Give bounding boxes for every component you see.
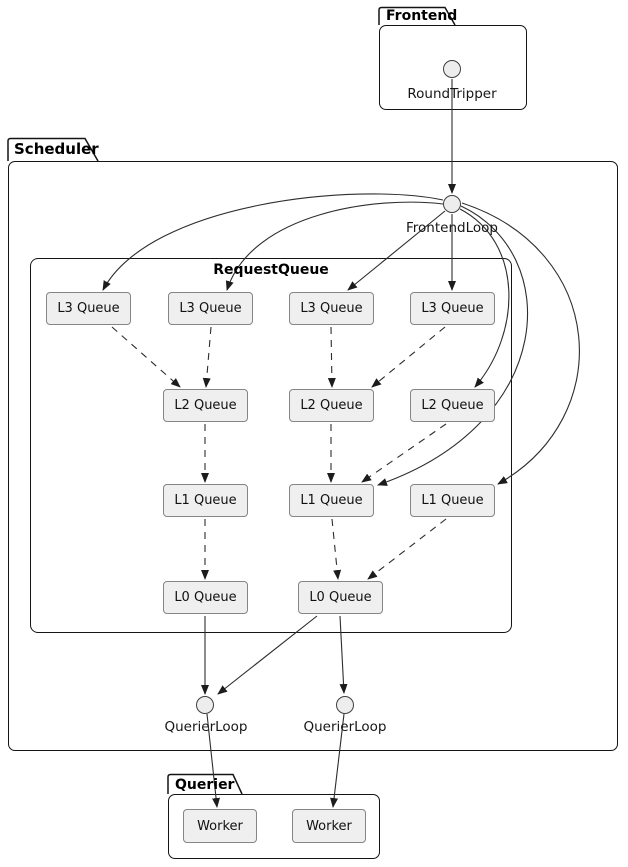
- package-request-queue-title: RequestQueue: [213, 262, 329, 278]
- package-tab-querier-label: Querier: [175, 777, 235, 793]
- frontend-loop-label: FrontendLoop: [406, 220, 498, 236]
- package-frontend: [379, 25, 527, 110]
- package-scheduler: [8, 161, 618, 751]
- queue-box-l0-2: L0 Queue: [298, 581, 383, 614]
- round-tripper-label: RoundTripper: [407, 86, 497, 102]
- queue-box-l3-1: L3 Queue: [46, 292, 131, 325]
- queue-box-l2-3: L2 Queue: [410, 389, 495, 422]
- worker-box-2: Worker: [292, 809, 366, 843]
- queue-box-l3-2: L3 Queue: [168, 292, 253, 325]
- package-tab-frontend-label: Frontend: [386, 8, 458, 24]
- querier-loop-1-label: QuerierLoop: [164, 719, 248, 735]
- querier-loop-2-circle: [336, 696, 354, 714]
- queue-box-l1-1: L1 Queue: [163, 484, 248, 517]
- queue-box-l3-3: L3 Queue: [289, 292, 374, 325]
- queue-box-l2-2: L2 Queue: [289, 389, 374, 422]
- queue-box-l3-4: L3 Queue: [410, 292, 495, 325]
- package-tab-scheduler-label: Scheduler: [14, 140, 99, 158]
- queue-box-l0-1: L0 Queue: [163, 581, 248, 614]
- frontend-loop-circle: [443, 195, 461, 213]
- queue-box-l1-3: L1 Queue: [410, 484, 495, 517]
- queue-box-l1-2: L1 Queue: [289, 484, 374, 517]
- querier-loop-1-circle: [196, 696, 214, 714]
- round-tripper-circle: [443, 60, 461, 78]
- worker-box-1: Worker: [183, 809, 257, 843]
- querier-loop-2-label: QuerierLoop: [303, 719, 387, 735]
- queue-box-l2-1: L2 Queue: [163, 389, 248, 422]
- package-querier: [168, 794, 380, 859]
